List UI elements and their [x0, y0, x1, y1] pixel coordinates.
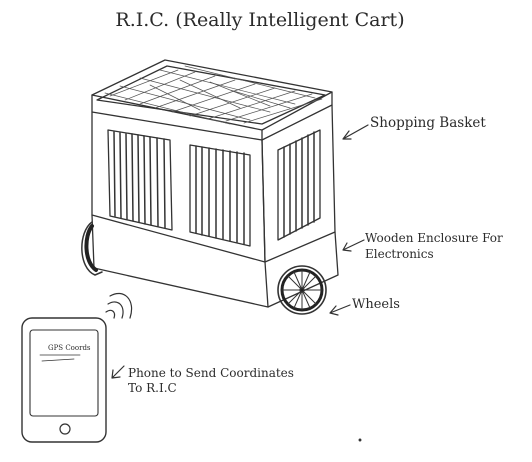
basket-top: [91, 59, 333, 131]
rear-wheel: [81, 221, 103, 276]
label-electronics: Electronics: [365, 247, 434, 261]
wireless-signal-icon: [105, 292, 133, 319]
diagram-title: R.I.C. (Really Intelligent Cart): [115, 9, 404, 31]
label-shopping-basket: Shopping Basket: [370, 115, 486, 131]
front-wheel: [277, 265, 327, 315]
phone-screen: [29, 329, 99, 417]
label-phone-target: To R.I.C: [128, 381, 177, 395]
label-phone: Phone to Send Coordinates: [128, 366, 294, 380]
shopping-basket: [91, 91, 336, 263]
phone-screen-text: GPS Coords: [48, 344, 91, 352]
phone-home-button: [59, 423, 71, 435]
label-wheels: Wheels: [352, 297, 400, 312]
label-wooden-enclosure: Wooden Enclosure For: [365, 231, 503, 245]
label-arrows: [111, 124, 369, 379]
wooden-enclosure: [91, 214, 339, 308]
phone: GPS Coords: [21, 317, 107, 443]
